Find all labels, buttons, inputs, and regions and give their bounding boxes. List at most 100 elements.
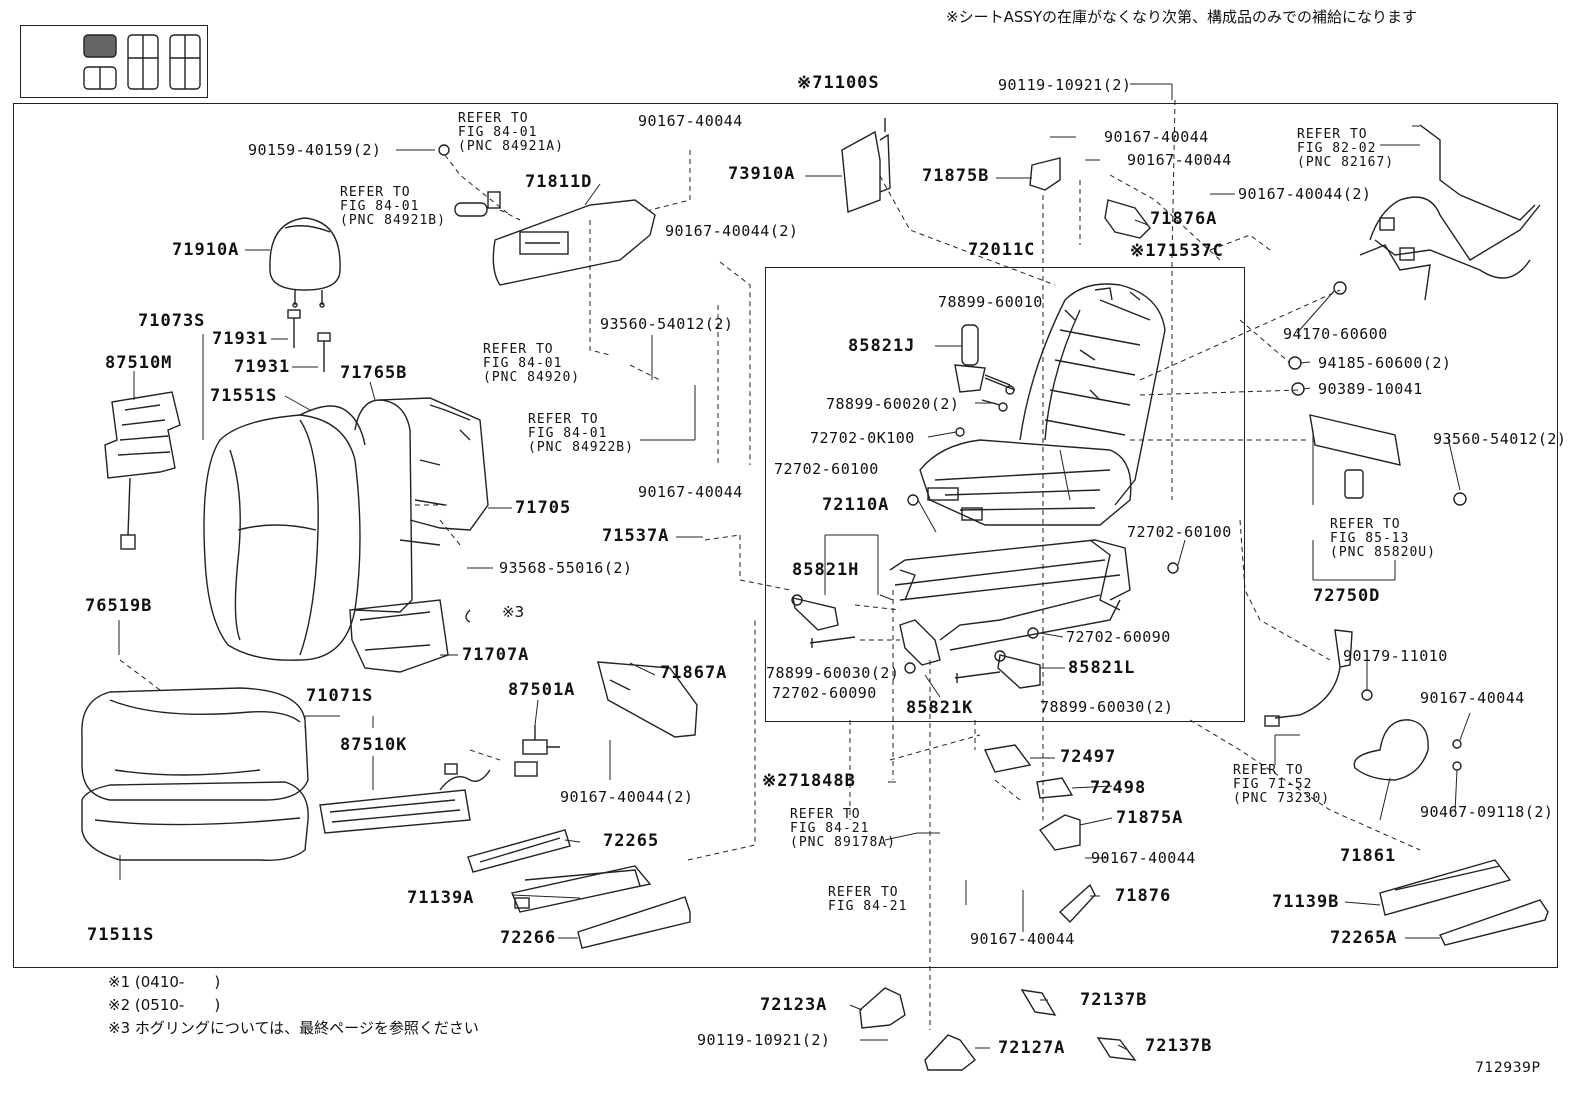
motor-85821L-shape [994, 650, 1041, 689]
part-90119-10921-top[interactable]: 90119-10921(2) [998, 76, 1132, 94]
leader-lines [118, 83, 1471, 1051]
side-cover-71867A-shape [597, 661, 698, 738]
part-78899-60030-b[interactable]: 78899-60030(2) [1040, 698, 1174, 716]
part-72702-0K100[interactable]: 72702-0K100 [810, 429, 915, 447]
assembly-frame-72011C [765, 267, 1245, 722]
part-85821J[interactable]: 85821J [848, 336, 916, 356]
part-93560-54012-b[interactable]: 93560-54012(2) [1433, 430, 1567, 448]
part-72137B-a[interactable]: 72137B [1080, 990, 1148, 1010]
part-71139A[interactable]: 71139A [407, 888, 475, 908]
part-hog-ring-note[interactable]: ※3 [502, 603, 525, 621]
part-72123A[interactable]: 72123A [760, 995, 828, 1015]
part-94170-60600[interactable]: 94170-60600 [1283, 325, 1388, 343]
part-94185-60600[interactable]: 94185-60600(2) [1318, 354, 1452, 372]
seat-thumbnail-icon [83, 34, 201, 90]
part-71511S[interactable]: 71511S [87, 925, 155, 945]
part-90119-10921-bottom[interactable]: 90119-10921(2) [697, 1031, 831, 1049]
part-71073S[interactable]: 71073S [138, 311, 206, 331]
part-90167-40044-b[interactable]: 90167-40044 [1104, 128, 1209, 146]
part-72265[interactable]: 72265 [603, 831, 660, 851]
part-171537C[interactable]: ※171537C [1130, 241, 1224, 261]
part-71765B[interactable]: 71765B [340, 363, 408, 383]
part-87510M[interactable]: 87510M [105, 353, 173, 373]
part-72265A[interactable]: 72265A [1330, 928, 1398, 948]
part-71139B[interactable]: 71139B [1272, 892, 1340, 912]
part-85821H[interactable]: 85821H [792, 560, 860, 580]
part-72702-60100-a[interactable]: 72702-60100 [774, 460, 879, 478]
assembly-title-71100S[interactable]: ※71100S [797, 73, 880, 93]
part-90167-40044-h[interactable]: 90167-40044 [1091, 849, 1196, 867]
part-72497[interactable]: 72497 [1060, 747, 1117, 767]
part-73910A[interactable]: 73910A [728, 164, 796, 184]
part-71910A[interactable]: 71910A [172, 240, 240, 260]
part-72127A[interactable]: 72127A [998, 1038, 1066, 1058]
part-72702-60100-b[interactable]: 72702-60100 [1127, 523, 1232, 541]
part-87501A[interactable]: 87501A [508, 680, 576, 700]
assembly-title-72011C[interactable]: 72011C [968, 240, 1036, 260]
part-87510K[interactable]: 87510K [340, 735, 408, 755]
part-71876[interactable]: 71876 [1115, 886, 1172, 906]
part-72750D[interactable]: 72750D [1313, 586, 1381, 606]
part-93568-55016[interactable]: 93568-55016(2) [499, 559, 633, 577]
rail-cover-71139B-shape [1379, 859, 1512, 916]
part-90167-40044-d[interactable]: 90167-40044(2) [1238, 185, 1372, 203]
part-90179-11010[interactable]: 90179-11010 [1343, 647, 1448, 665]
part-71848B[interactable]: ※271848B [762, 771, 856, 791]
part-90167-40044-e[interactable]: 90167-40044(2) [665, 222, 799, 240]
part-72702-60090-a[interactable]: 72702-60090 [1066, 628, 1171, 646]
part-72266[interactable]: 72266 [500, 928, 557, 948]
part-71811D[interactable]: 71811D [525, 172, 593, 192]
part-71876A[interactable]: 71876A [1150, 209, 1218, 229]
part-71867A[interactable]: 71867A [660, 663, 728, 683]
seat-position-thumbnail [20, 25, 208, 98]
part-85821L[interactable]: 85821L [1068, 658, 1136, 678]
part-90167-40044-a[interactable]: 90167-40044 [638, 112, 743, 130]
part-72110A[interactable]: 72110A [822, 495, 890, 515]
motor-85821K-shape [899, 619, 941, 674]
part-90467-09118[interactable]: 90467-09118(2) [1420, 803, 1554, 821]
part-90167-40044-c[interactable]: 90167-40044 [1127, 151, 1232, 169]
bracket-73910A-shape [841, 118, 891, 213]
part-90167-40044-j[interactable]: 90167-40044 [1420, 689, 1525, 707]
rail-cover-72266-shape [577, 896, 691, 949]
part-71705[interactable]: 71705 [515, 498, 572, 518]
part-71707A[interactable]: 71707A [462, 645, 530, 665]
part-71875B[interactable]: 71875B [922, 166, 990, 186]
motor-85821H-shape [791, 594, 839, 631]
footnote-1: ※1 (0410- ) [108, 973, 221, 991]
part-72137B-b[interactable]: 72137B [1145, 1036, 1213, 1056]
part-78899-60030-a[interactable]: 78899-60030(2) [766, 664, 900, 682]
part-90167-40044-g[interactable]: 90167-40044(2) [560, 788, 694, 806]
part-78899-60020[interactable]: 78899-60020(2) [826, 395, 960, 413]
part-90167-40044-f[interactable]: 90167-40044 [638, 483, 743, 501]
part-71537A[interactable]: 71537A [602, 526, 670, 546]
figure-code: 712939P [1475, 1060, 1541, 1076]
part-90159-40159[interactable]: 90159-40159(2) [248, 141, 382, 159]
part-85821K[interactable]: 85821K [906, 698, 974, 718]
part-78899-60010[interactable]: 78899-60010 [938, 293, 1043, 311]
seat-cushion-shape [81, 687, 309, 861]
part-93560-54012-a[interactable]: 93560-54012(2) [600, 315, 734, 333]
part-71071S[interactable]: 71071S [306, 686, 374, 706]
part-71551S[interactable]: 71551S [210, 386, 278, 406]
part-71931-a[interactable]: 71931 [212, 329, 269, 349]
part-72498[interactable]: 72498 [1090, 778, 1147, 798]
cover-72127A-shape [924, 1034, 976, 1071]
part-76519B[interactable]: 76519B [85, 596, 153, 616]
part-71875A[interactable]: 71875A [1116, 808, 1184, 828]
part-90389-10041[interactable]: 90389-10041 [1318, 380, 1423, 398]
part-71861[interactable]: 71861 [1340, 846, 1397, 866]
part-90167-40044-i[interactable]: 90167-40044 [970, 930, 1075, 948]
part-71931-b[interactable]: 71931 [234, 357, 291, 377]
part-72702-60090-b[interactable]: 72702-60090 [772, 684, 877, 702]
side-shield-shape [492, 199, 656, 286]
